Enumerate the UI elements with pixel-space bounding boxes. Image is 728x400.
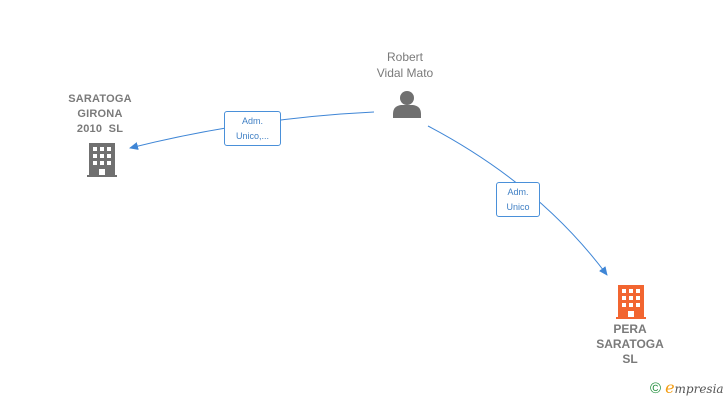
person-name-line: Vidal Mato: [376, 66, 434, 80]
brand-name: mpresia: [674, 382, 724, 396]
company-name-line: SARATOGA: [68, 93, 132, 105]
edge-label-role[interactable]: Adm. Unico: [496, 182, 540, 217]
company-saratoga-girona-name[interactable]: SARATOGA GIRONA 2010 SL: [55, 92, 145, 137]
edge-label-role[interactable]: Adm. Unico,...: [224, 111, 281, 146]
company-name-line: SARATOGA: [596, 337, 664, 351]
edge-label-line: Unico,...: [235, 131, 269, 141]
brand-initial: e: [665, 378, 675, 397]
empresia-logo[interactable]: ©empresia: [650, 378, 728, 398]
edge-label-line: Adm.: [507, 187, 529, 197]
company-name-line: PERA: [613, 322, 647, 336]
edge-label-line: Unico: [506, 202, 530, 212]
building-icon-highlight[interactable]: [616, 285, 646, 319]
edge-label-line: Adm.: [241, 116, 263, 126]
company-name-line: 2010 SL: [76, 123, 124, 135]
person-name[interactable]: Robert Vidal Mato: [360, 49, 450, 81]
person-icon[interactable]: [393, 91, 421, 118]
building-icon[interactable]: [87, 143, 117, 177]
company-pera-saratoga-name[interactable]: PERA SARATOGA SL: [580, 322, 680, 367]
company-name-line: SL: [622, 352, 638, 366]
copyright-icon: ©: [650, 380, 662, 397]
person-name-line: Robert: [386, 50, 424, 64]
company-name-line: GIRONA: [77, 108, 123, 120]
